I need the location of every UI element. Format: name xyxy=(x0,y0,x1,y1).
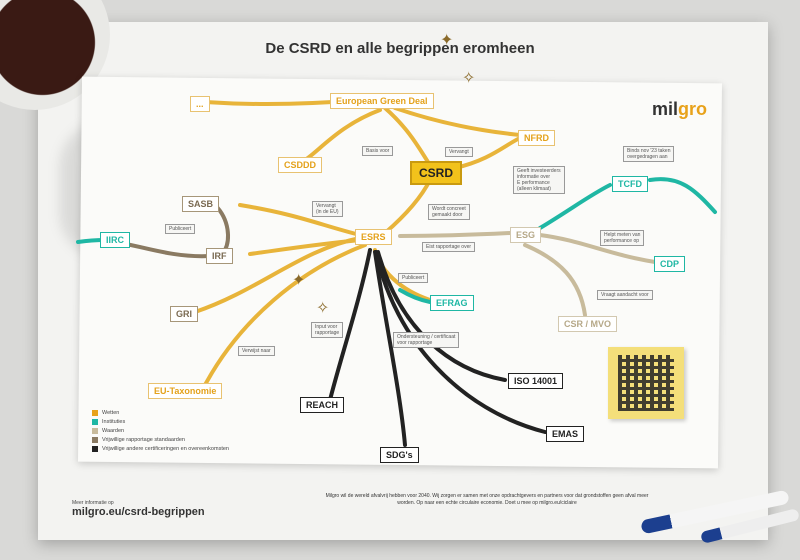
node-csr-mvo[interactable]: CSR / MVO xyxy=(558,316,618,332)
node-esrs[interactable]: ESRS xyxy=(355,229,392,245)
annotation-basis-voor: Basis voor xyxy=(362,146,394,156)
legend: Wetten Instituties Waarden Vrijwillige r… xyxy=(92,408,229,453)
annotation-ondersteuning: Ondersteuning / certificaat voor rapport… xyxy=(393,332,460,348)
bee-icon: ✦ xyxy=(440,32,454,49)
link-esg-cdp xyxy=(538,233,657,264)
link-esrs-reach xyxy=(328,248,372,402)
link-egd-csddd xyxy=(303,108,382,162)
annotation-vervangt-eu: Vervangt (in de EU) xyxy=(312,201,343,217)
node-nfrd[interactable]: NFRD xyxy=(518,130,555,146)
node-gri[interactable]: GRI xyxy=(170,306,199,322)
node-esg[interactable]: ESG xyxy=(510,227,542,243)
qr-code-icon xyxy=(618,355,674,411)
link-esrs-irf xyxy=(248,238,362,256)
bee-icon: ✧ xyxy=(462,70,476,87)
link-tcfd-end xyxy=(648,177,717,214)
link-esg-csr xyxy=(523,243,587,317)
annotation-helpt-meten: Helpt meten van performance op xyxy=(600,230,645,246)
link-esrs-sdgs xyxy=(373,250,407,447)
annotation-binds-nov: Binds nov '23 taken overgedragen aan xyxy=(623,146,675,162)
node-iso14001[interactable]: ISO 14001 xyxy=(508,373,564,389)
node-sasb[interactable]: SASB xyxy=(182,196,220,212)
legend-item: Instituties xyxy=(92,417,229,426)
bee-icon: ✧ xyxy=(316,300,330,317)
annotation-publiceert-2: Publiceert xyxy=(398,273,429,283)
annotation-eist-rapportage: Eist rapportage over xyxy=(422,242,476,252)
node-european-green-deal[interactable]: European Green Deal xyxy=(330,93,434,109)
node-irf[interactable]: IRF xyxy=(206,248,233,264)
annotation-wordt-concreet: Wordt concreet gemaakt door xyxy=(428,204,470,220)
legend-item: Wetten xyxy=(92,408,229,417)
node-sdgs[interactable]: SDG's xyxy=(380,447,419,463)
node-top-left[interactable]: ... xyxy=(190,96,210,112)
legend-swatch xyxy=(92,409,98,416)
legend-swatch xyxy=(92,436,98,443)
node-reach[interactable]: REACH xyxy=(300,397,345,413)
legend-item: Vrijwillige rapportage standaarden xyxy=(92,435,229,444)
node-efrag[interactable]: EFRAG xyxy=(430,295,474,311)
node-tcfd[interactable]: TCFD xyxy=(612,176,648,192)
annotation-vervangt: Vervangt xyxy=(445,147,473,157)
link-csrd-nfrd xyxy=(453,136,522,170)
node-iirc[interactable]: IIRC xyxy=(100,232,130,248)
link-egd-csrd xyxy=(383,106,432,167)
annotation-publiceert-1: Publiceert xyxy=(165,224,196,234)
milgro-logo: milgro xyxy=(652,99,708,119)
qr-sticky-note[interactable] xyxy=(608,347,684,419)
legend-swatch xyxy=(92,445,98,452)
footer-mission-text: Milgro wil de wereld afvalvrij hebben vo… xyxy=(325,493,649,506)
link-esrs-sasb xyxy=(238,203,362,237)
node-csrd[interactable]: CSRD xyxy=(410,161,463,185)
annotation-input-voor: Input voor rapportage xyxy=(311,322,344,338)
node-cdp[interactable]: CDP xyxy=(654,256,686,272)
legend-item: Waarden xyxy=(92,426,229,435)
bee-icon: ✦ xyxy=(292,272,306,289)
annotation-geeft-investeerders: Geeft investeerders informatie over E pe… xyxy=(513,166,565,194)
link-esrs-eutax xyxy=(203,243,367,387)
link-egd-nfrd xyxy=(393,106,522,137)
legend-swatch xyxy=(92,427,98,434)
node-csddd[interactable]: CSDDD xyxy=(278,157,323,173)
legend-swatch xyxy=(92,418,98,425)
footer-url[interactable]: milgro.eu/csrd-begrippen xyxy=(72,506,205,518)
link-esrs-emas xyxy=(374,250,547,434)
page-title: De CSRD en alle begrippen eromheen xyxy=(265,40,535,57)
footer-small-text: Meer informatie op xyxy=(72,500,114,506)
link-efrag xyxy=(398,288,432,304)
footer-info: Meer informatie op milgro.eu/csrd-begrip… xyxy=(72,500,205,518)
annotation-vraagt-aandacht: Vraagt aandacht voor xyxy=(597,290,653,300)
node-emas[interactable]: EMAS xyxy=(546,426,585,442)
link-esrs-esg xyxy=(398,231,512,238)
link-csrd-esrs xyxy=(383,178,432,235)
node-eu-taxonomie[interactable]: EU-Taxonomie xyxy=(148,383,223,399)
link-esg-tcfd xyxy=(538,183,612,230)
annotation-verwijst-naar: Verwijst naar xyxy=(238,346,275,356)
legend-item: Vrijwillige andere certificeringen en ov… xyxy=(92,444,229,453)
